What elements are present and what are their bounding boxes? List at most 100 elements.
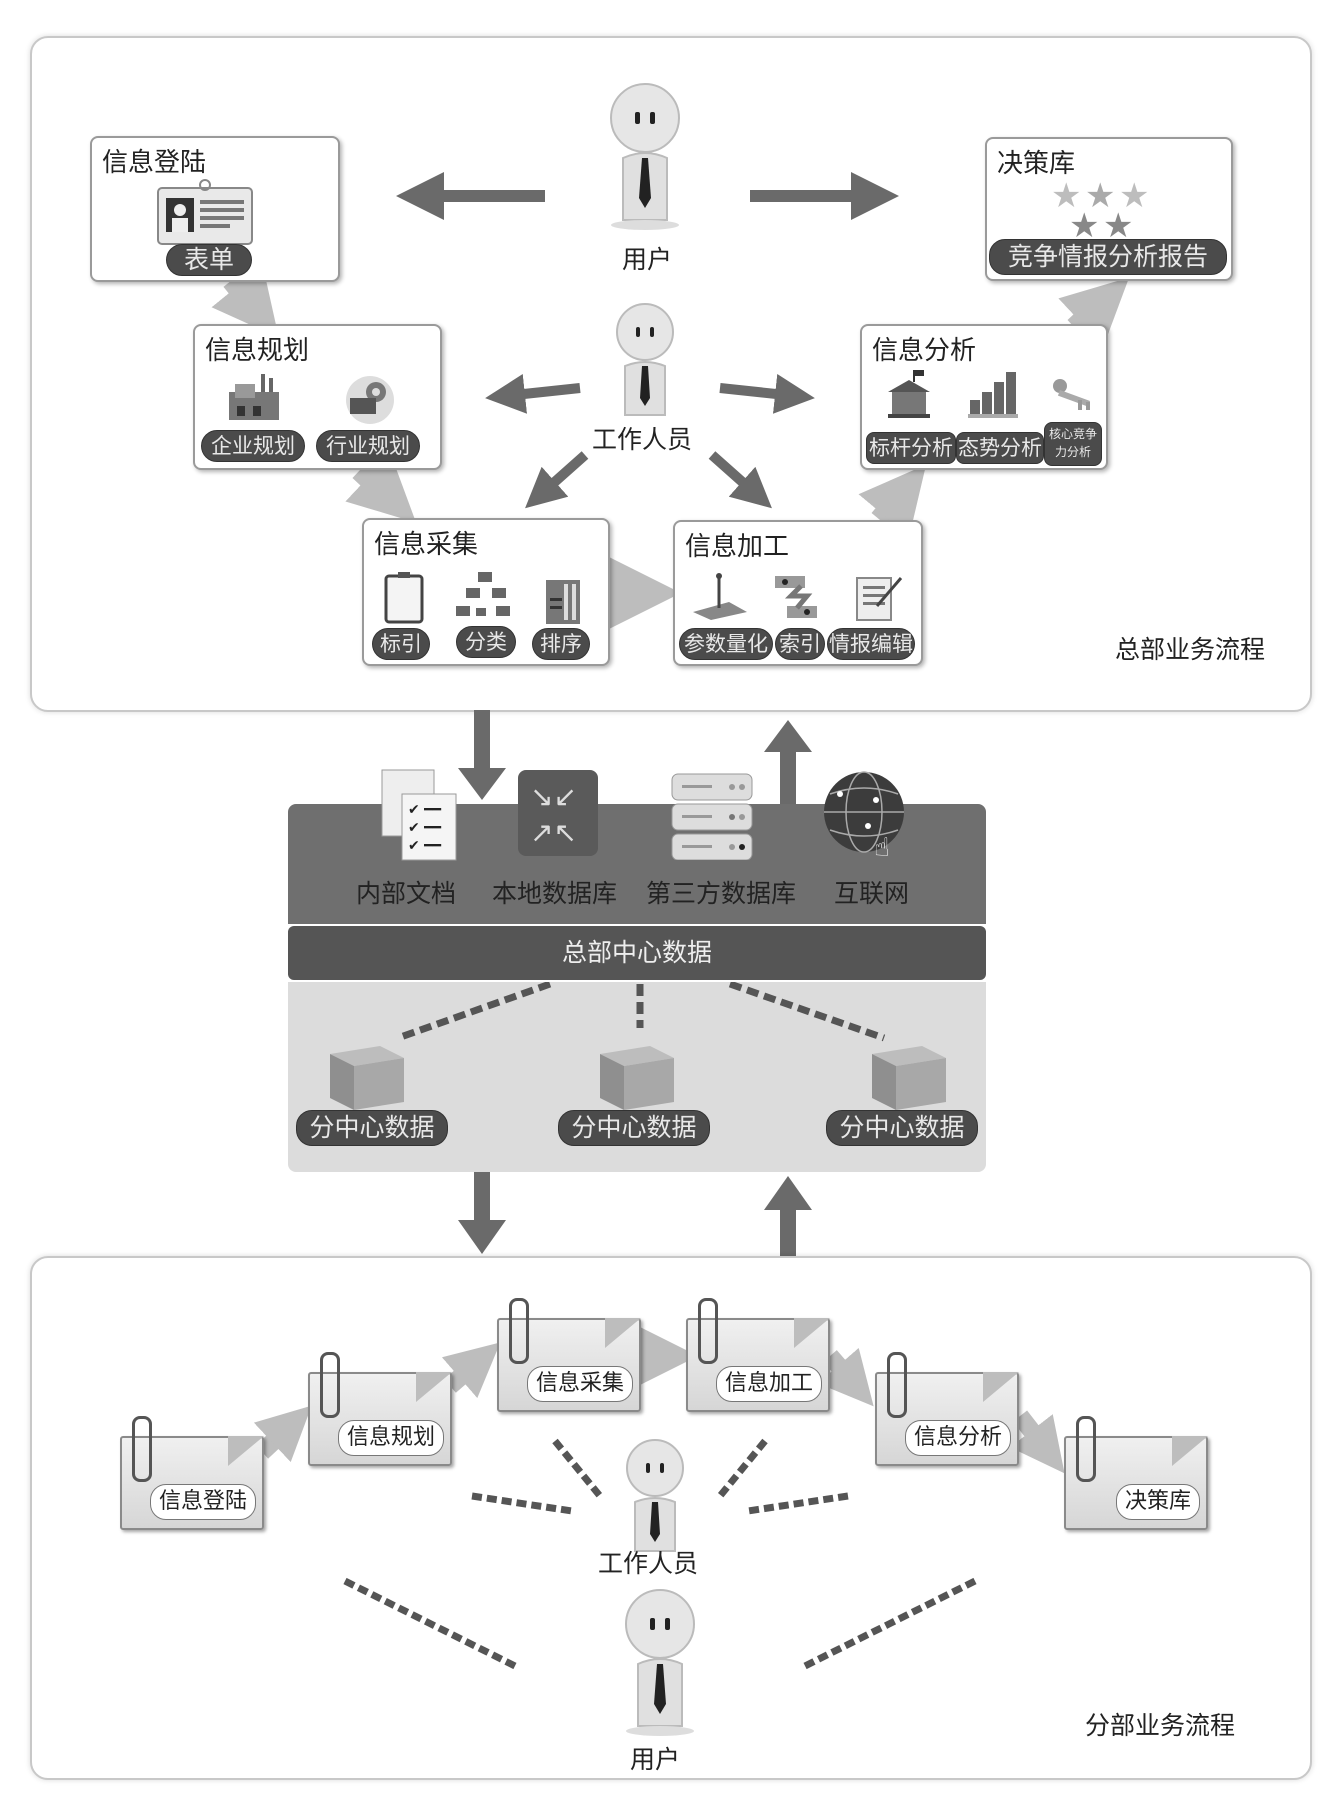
stars-icon: ★★★ ★★ — [1051, 177, 1149, 241]
center-connector-arrows — [458, 710, 812, 810]
arrow-processing-to-analysis — [858, 464, 927, 537]
pill-benchmark-analysis[interactable]: 标杆分析 — [866, 432, 956, 464]
pill-trend-analysis[interactable]: 态势分析 — [956, 432, 1044, 464]
branch-step-decision[interactable]: 决策库 — [1064, 1416, 1208, 1530]
pill-ci-analysis-report[interactable]: 竞争情报分析报告 — [989, 239, 1227, 275]
hierarchy-icon — [456, 572, 510, 616]
svg-text:★: ★ — [1051, 177, 1081, 216]
local-database-icon: ↘↙↗↖ — [518, 770, 598, 856]
hq-central-data-label: 总部中心数据 — [561, 938, 712, 967]
hq-box-processing[interactable]: 信息加工 参数量化 索引 情报编辑 — [673, 520, 923, 666]
branch-step-register[interactable]: 信息登陆 — [120, 1416, 264, 1530]
arrow-register-to-planning — [211, 265, 279, 338]
hq-central-data-band: 总部中心数据 — [288, 926, 986, 980]
hq-box-register[interactable]: 信息登陆 表单 — [90, 136, 340, 282]
pill-enterprise-planning[interactable]: 企业规划 — [201, 430, 305, 462]
pill-index[interactable]: 索引 — [775, 628, 825, 660]
hq-box-planning[interactable]: 信息规划 企业规划 行业规划 — [193, 324, 442, 470]
dashed-link — [717, 1438, 768, 1499]
svg-text:★: ★ — [1069, 206, 1099, 241]
source-local-database: 本地数据库 — [492, 879, 618, 908]
dashed-link — [747, 1492, 849, 1515]
down-arrow-shaft — [474, 1172, 490, 1222]
branch-step-analysis[interactable]: 信息分析 — [875, 1352, 1019, 1466]
step-label: 信息登陆 — [149, 1484, 256, 1520]
gears-icon — [346, 376, 394, 424]
down-arrow-head — [458, 768, 506, 800]
step-label: 信息分析 — [904, 1420, 1011, 1456]
pill-form[interactable]: 表单 — [166, 244, 252, 276]
up-arrow-shaft — [780, 1206, 796, 1258]
svg-text:★: ★ — [1103, 206, 1133, 241]
step-label: 信息加工 — [715, 1366, 822, 1402]
sub-center-cube-icon — [600, 1046, 674, 1110]
svg-text:★: ★ — [1119, 177, 1149, 216]
hq-user-label: 用户 — [622, 245, 673, 274]
third-party-database-icon — [671, 773, 753, 860]
arrow-analysis-to-decision — [1058, 277, 1130, 347]
svg-text:✔ ━━: ✔ ━━ — [408, 820, 442, 836]
hq-staff-figure — [610, 300, 680, 420]
pill-core-competence-analysis[interactable]: 核心竞争力分析 — [1044, 422, 1102, 466]
branch-step-planning[interactable]: 信息规划 — [308, 1352, 452, 1466]
sub-center-cube-icon — [330, 1046, 404, 1110]
paperclip-icon — [1076, 1416, 1096, 1482]
pill-indexing[interactable]: 标引 — [372, 628, 430, 660]
box-title: 信息规划 — [205, 336, 310, 366]
paperclip-icon — [509, 1298, 529, 1364]
pill-parameter-quantify[interactable]: 参数量化 — [679, 628, 773, 660]
up-arrow-shaft — [780, 750, 796, 810]
person-icon — [626, 1439, 684, 1552]
hq-arrows — [211, 172, 1130, 629]
sub-center-data-1[interactable]: 分中心数据 — [296, 1110, 448, 1146]
up-arrow-head — [764, 720, 812, 752]
paperclip-icon — [132, 1416, 152, 1482]
svg-text:↘↙: ↘↙ — [530, 780, 577, 813]
bank-building-icon — [888, 370, 930, 418]
id-card-icon — [157, 179, 253, 245]
compass-icon — [693, 573, 747, 620]
person-icon — [625, 1589, 695, 1736]
pill-intel-edit[interactable]: 情报编辑 — [827, 628, 915, 660]
hq-user-figure — [605, 80, 685, 230]
factory-icon — [229, 374, 279, 420]
hq-box-decision[interactable]: 决策库 ★★★ ★★ 竞争情报分析报告 — [985, 137, 1233, 281]
branch-step-processing[interactable]: 信息加工 — [686, 1298, 830, 1412]
svg-text:✔ ━━: ✔ ━━ — [408, 802, 442, 818]
box-title: 信息采集 — [374, 530, 479, 560]
arrow-planning-to-collection — [345, 453, 417, 523]
hq-box-analysis[interactable]: 信息分析 标杆分析 态势分析 核心竞争力分析 — [860, 324, 1108, 470]
branch-step-collection[interactable]: 信息采集 — [497, 1298, 641, 1412]
index-link-icon — [775, 576, 817, 618]
svg-text:★: ★ — [1085, 177, 1115, 216]
hq-box-collection[interactable]: 信息采集 标引 分类 排序 — [362, 518, 610, 666]
pill-classify[interactable]: 分类 — [456, 626, 516, 658]
dashed-link — [803, 1577, 977, 1670]
arrow-staff-to-collection — [525, 451, 589, 509]
box-title: 信息登陆 — [102, 148, 207, 178]
step-label: 信息采集 — [526, 1366, 633, 1402]
down-arrow-shaft — [474, 710, 490, 770]
branch-staff-label: 工作人员 — [598, 1549, 699, 1578]
arrow-staff-to-analysis — [719, 373, 815, 414]
paperclip-icon — [698, 1298, 718, 1364]
sub-center-data-2[interactable]: 分中心数据 — [558, 1110, 710, 1146]
paperclip-icon — [320, 1352, 340, 1418]
paperclip-icon — [887, 1352, 907, 1418]
step-label: 信息规划 — [337, 1420, 444, 1456]
box-title: 信息分析 — [872, 336, 977, 366]
pill-industry-planning[interactable]: 行业规划 — [316, 430, 420, 462]
svg-text:✔ ━━: ✔ ━━ — [408, 838, 442, 854]
sub-center-cube-icon — [872, 1046, 946, 1110]
down-arrow-head — [458, 1220, 506, 1254]
svg-text:☝: ☝ — [874, 833, 890, 860]
person-icon — [616, 303, 674, 416]
source-internal-docs: 内部文档 — [356, 879, 457, 908]
source-internet: 互联网 — [834, 879, 910, 908]
internal-docs-icon: ✔ ━━ ✔ ━━ ✔ ━━ — [381, 769, 457, 861]
sub-center-data-3[interactable]: 分中心数据 — [826, 1110, 978, 1146]
internet-globe-icon: ☝ — [824, 771, 904, 860]
arrow-staff-to-processing — [708, 451, 772, 509]
source-third-party-database: 第三方数据库 — [646, 879, 797, 908]
pill-sort[interactable]: 排序 — [532, 628, 590, 660]
